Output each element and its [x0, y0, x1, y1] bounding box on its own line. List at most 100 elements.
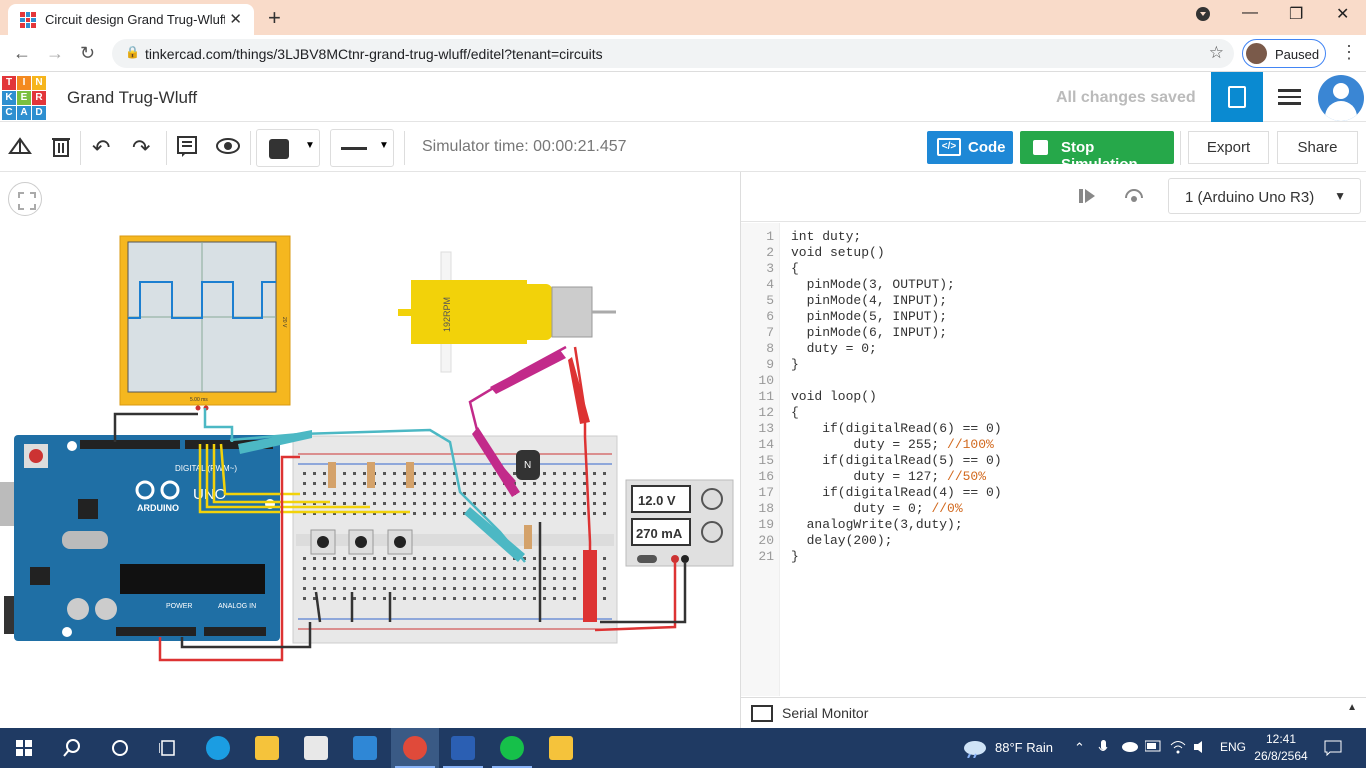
mail-icon[interactable]: [341, 728, 389, 768]
code-button[interactable]: </> Code: [927, 131, 1013, 164]
simulator-time: Simulator time: 00:00:21.457: [422, 138, 627, 155]
tab-search-icon[interactable]: [1195, 6, 1211, 27]
debugger-icon[interactable]: [1123, 186, 1145, 211]
step-icon[interactable]: [1077, 187, 1097, 210]
windows-taskbar: 88°F Rain ⌃ ENG 12:41 26/8/2564: [0, 728, 1366, 768]
device-select[interactable]: 1 (Arduino Uno R3) ▼: [1168, 178, 1361, 214]
redo-icon[interactable]: ↷: [132, 135, 151, 160]
code-line[interactable]: duty = 127; //50%: [791, 469, 987, 484]
line-icon[interactable]: [488, 728, 536, 768]
code-line[interactable]: analogWrite(3,duty);: [791, 517, 963, 532]
code-line[interactable]: pinMode(4, INPUT);: [791, 293, 948, 308]
code-line[interactable]: }: [791, 357, 799, 372]
line-number: 13: [758, 421, 774, 436]
code-line[interactable]: void loop(): [791, 389, 877, 404]
power-supply[interactable]: 12.0 V 270 mA: [625, 479, 734, 567]
store-icon[interactable]: [292, 728, 340, 768]
browser-tab[interactable]: Circuit design Grand Trug-Wluff | Tinker…: [8, 4, 254, 35]
code-line[interactable]: delay(200);: [791, 533, 893, 548]
code-line[interactable]: int duty;: [791, 229, 862, 244]
address-bar-row: ← → ↻ 🔒 tinkercad.com/things/3LJBV8MCtnr…: [0, 35, 1366, 72]
bookmark-star-icon[interactable]: ☆: [1208, 43, 1224, 62]
code-line[interactable]: pinMode(5, INPUT);: [791, 309, 948, 324]
forward-icon[interactable]: →: [46, 43, 64, 63]
oscilloscope[interactable]: 5.00 ms 20 V: [119, 235, 291, 411]
weather-text[interactable]: 88°F Rain: [995, 740, 1053, 755]
delete-icon[interactable]: [51, 135, 71, 163]
wire-style-dropdown[interactable]: ▼: [330, 129, 394, 167]
microphone-icon[interactable]: [1098, 740, 1108, 759]
new-tab-icon[interactable]: +: [268, 5, 281, 30]
minimize-icon[interactable]: —: [1242, 4, 1258, 21]
code-editor[interactable]: int duty;void setup(){ pinMode(3, OUTPUT…: [741, 223, 1366, 696]
line-number: 5: [766, 293, 774, 308]
project-title[interactable]: Grand Trug-Wluff: [67, 88, 198, 107]
rotate-icon[interactable]: [8, 135, 32, 163]
restore-icon[interactable]: ❐: [1289, 6, 1304, 23]
component-list-button[interactable]: [1263, 72, 1315, 122]
tinkercad-logo[interactable]: T I N K E R C A D: [2, 76, 46, 120]
line-number: 6: [766, 309, 774, 324]
profile-button[interactable]: Paused: [1242, 39, 1326, 68]
color-swatch: [269, 139, 289, 159]
fit-view-button[interactable]: [8, 182, 42, 216]
share-button[interactable]: Share: [1277, 131, 1358, 164]
code-line[interactable]: if(digitalRead(4) == 0): [791, 485, 1002, 500]
code-line[interactable]: {: [791, 405, 799, 420]
tab-title: Circuit design Grand Trug-Wluff | Tinker…: [45, 12, 225, 27]
notification-icon[interactable]: [1324, 740, 1342, 759]
circuit-view-button[interactable]: [1211, 72, 1263, 122]
undo-icon[interactable]: ↶: [92, 135, 111, 160]
code-line[interactable]: void setup(): [791, 245, 885, 260]
code-line[interactable]: pinMode(6, INPUT);: [791, 325, 948, 340]
start-button[interactable]: [0, 728, 48, 768]
back-icon[interactable]: ←: [13, 43, 31, 63]
chevron-down-icon: ▼: [379, 140, 389, 151]
code-line[interactable]: duty = 0; //0%: [791, 501, 963, 516]
profile-avatar: [1246, 43, 1267, 64]
task-view-icon[interactable]: [144, 728, 192, 768]
user-avatar[interactable]: [1318, 75, 1364, 121]
browser-menu-icon[interactable]: ⋮: [1340, 42, 1358, 62]
chevron-up-icon[interactable]: ▲: [1347, 702, 1357, 713]
clock[interactable]: 12:41 26/8/2564: [1254, 732, 1308, 763]
breadboard[interactable]: N: [292, 435, 618, 644]
code-line[interactable]: if(digitalRead(6) == 0): [791, 421, 1002, 436]
reload-icon[interactable]: ↻: [80, 43, 96, 63]
circuit-canvas[interactable]: 5.00 ms 20 V 192RPM: [0, 172, 740, 728]
file-explorer-icon[interactable]: [243, 728, 291, 768]
arduino-board[interactable]: ARDUINO UNO DIGITAL (PWM~) POWER ANALOG …: [0, 435, 280, 641]
language-indicator[interactable]: ENG: [1220, 740, 1247, 754]
visibility-icon[interactable]: [216, 135, 240, 163]
tab-close-icon[interactable]: ✕: [229, 11, 242, 28]
wifi-icon[interactable]: [1170, 740, 1186, 757]
show-hidden-icons[interactable]: ⌃: [1074, 740, 1085, 755]
cortana-icon[interactable]: [96, 728, 144, 768]
code-line[interactable]: if(digitalRead(5) == 0): [791, 453, 1002, 468]
word-icon[interactable]: [439, 728, 487, 768]
code-line[interactable]: {: [791, 261, 799, 276]
files-icon[interactable]: [537, 728, 585, 768]
code-line[interactable]: }: [791, 549, 799, 564]
search-icon[interactable]: [48, 728, 96, 768]
edge-icon[interactable]: [194, 728, 242, 768]
color-dropdown[interactable]: ▼: [256, 129, 320, 167]
scope-time-label: 5.00 ms: [190, 397, 208, 403]
volume-icon[interactable]: [1193, 740, 1209, 757]
chrome-icon[interactable]: [391, 728, 439, 768]
url-input[interactable]: 🔒 tinkercad.com/things/3LJBV8MCtnr-grand…: [112, 39, 1234, 68]
motor-rpm-label: 192RPM: [442, 297, 452, 332]
close-window-icon[interactable]: ✕: [1336, 6, 1350, 23]
battery-icon[interactable]: [1144, 740, 1163, 755]
url-text: tinkercad.com/things/3LJBV8MCtnr-grand-t…: [145, 46, 603, 62]
arduino-brand: ARDUINO: [137, 503, 179, 513]
dc-motor[interactable]: 192RPM: [398, 251, 616, 373]
code-line[interactable]: duty = 0;: [791, 341, 877, 356]
onedrive-icon[interactable]: [1121, 740, 1139, 755]
serial-monitor-bar[interactable]: Serial Monitor ▲: [741, 697, 1366, 728]
code-line[interactable]: pinMode(3, OUTPUT);: [791, 277, 955, 292]
stop-simulation-button[interactable]: Stop Simulation: [1020, 131, 1174, 173]
notes-icon[interactable]: [176, 135, 198, 163]
export-button[interactable]: Export: [1188, 131, 1269, 164]
code-line[interactable]: duty = 255; //100%: [791, 437, 994, 452]
